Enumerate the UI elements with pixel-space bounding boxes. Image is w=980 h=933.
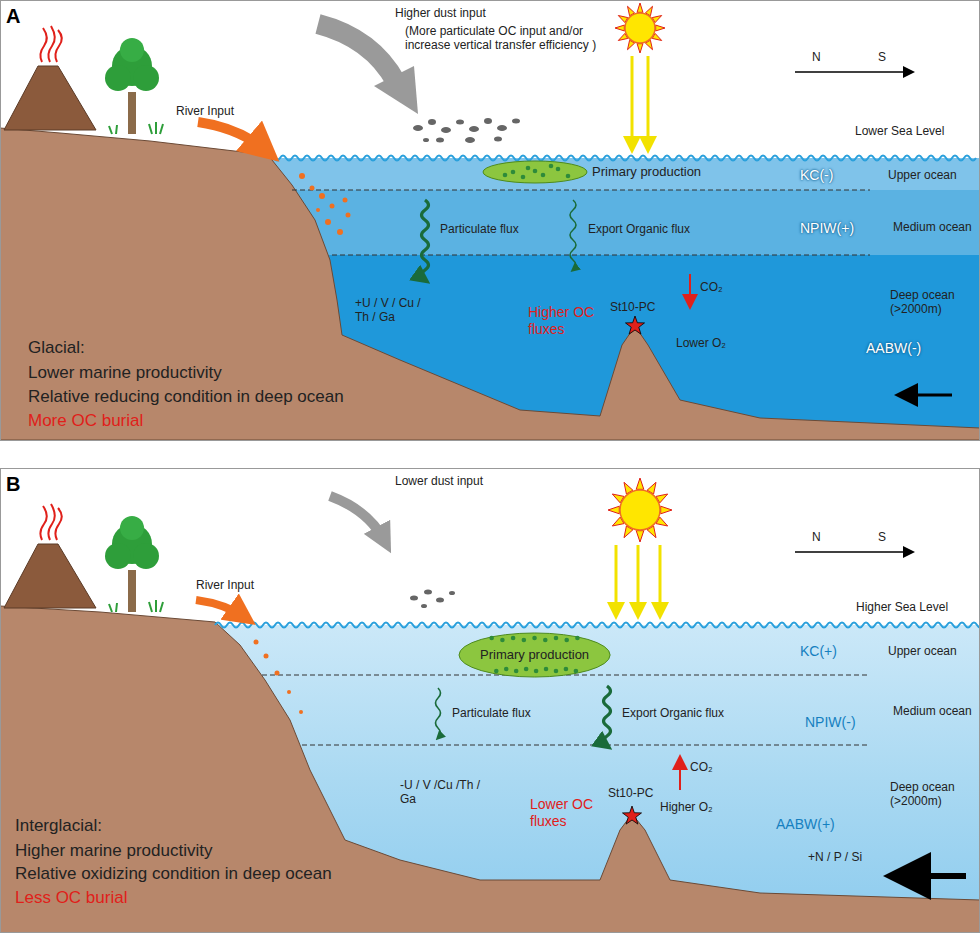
node-text: Primary production bbox=[480, 647, 589, 663]
flux-label: Particulate flux bbox=[440, 222, 519, 236]
element-label: +U / V / Cu / Th / Ga bbox=[355, 296, 435, 325]
element-label: Lower OC fluxes bbox=[530, 796, 600, 830]
water-mass-label: Medium ocean bbox=[893, 704, 972, 718]
panel-letter: A bbox=[6, 4, 20, 28]
compass-label: S bbox=[878, 50, 886, 64]
oxygen-label: AABW(+) bbox=[776, 816, 835, 833]
depth-label: St10-PC bbox=[608, 786, 653, 800]
oc-flux-label: Higher O₂ bbox=[660, 800, 713, 814]
condition-heading: Glacial: bbox=[28, 338, 85, 358]
flux-label: NPIW(-) bbox=[805, 714, 856, 731]
burial-text: More OC burial bbox=[28, 411, 143, 431]
sea-level-label: KC(+) bbox=[800, 643, 837, 660]
dust-note: N bbox=[812, 530, 821, 544]
depth-label: -U / V /Cu /Th / Ga bbox=[400, 778, 480, 807]
panel-letter: B bbox=[6, 472, 20, 496]
compass-label: River Input bbox=[196, 578, 254, 592]
gas-label: CO₂ bbox=[700, 280, 723, 294]
gas-label: Deep ocean (>2000m) bbox=[890, 780, 975, 809]
condition-heading: Interglacial: bbox=[15, 816, 102, 836]
water-mass-label: Upper ocean bbox=[888, 644, 957, 658]
production-ellipse: Primary production bbox=[480, 158, 707, 186]
water-mass-label: NPIW(+) bbox=[800, 220, 854, 237]
oc-flux-label: Higher OC fluxes bbox=[528, 304, 603, 338]
flux-label: Export Organic flux bbox=[588, 222, 690, 236]
depth-label: Deep ocean (>2000m) bbox=[890, 288, 975, 317]
condition-text: Lower marine productivity bbox=[28, 363, 222, 383]
node-text: Primary production bbox=[592, 164, 701, 180]
water-mass-label: AABW(-) bbox=[866, 340, 921, 357]
dust-note: (More particulate OC input and/or increa… bbox=[405, 24, 617, 53]
river-label: Higher Sea Level bbox=[856, 600, 948, 614]
water-mass-label: KC(-) bbox=[800, 167, 833, 184]
condition-text: Relative oxidizing condition in deep oce… bbox=[15, 864, 332, 884]
river-label: River Input bbox=[176, 104, 234, 118]
oxygen-label: Lower O₂ bbox=[676, 336, 726, 350]
condition-text: Higher marine productivity bbox=[15, 841, 212, 861]
flux-label: Export Organic flux bbox=[622, 706, 724, 720]
depth-label: Particulate flux bbox=[452, 706, 531, 720]
depth-label: Upper ocean bbox=[888, 168, 957, 182]
dust-label: Higher dust input bbox=[395, 6, 486, 20]
depth-label: Medium ocean bbox=[893, 220, 972, 234]
compass-label: S bbox=[878, 530, 886, 544]
compass-label: N bbox=[812, 50, 821, 64]
burial-text: Less OC burial bbox=[15, 888, 127, 908]
core-site-label: CO₂ bbox=[690, 760, 713, 774]
condition-text: Relative reducing condition in deep ocea… bbox=[28, 387, 344, 407]
core-site-label: St10-PC bbox=[610, 300, 655, 314]
production-ellipse: Primary production bbox=[458, 632, 611, 678]
water-mass-label: +N / P / Si bbox=[808, 850, 862, 864]
sea-level-label: Lower Sea Level bbox=[855, 124, 944, 138]
dust-label: Lower dust input bbox=[395, 474, 483, 488]
